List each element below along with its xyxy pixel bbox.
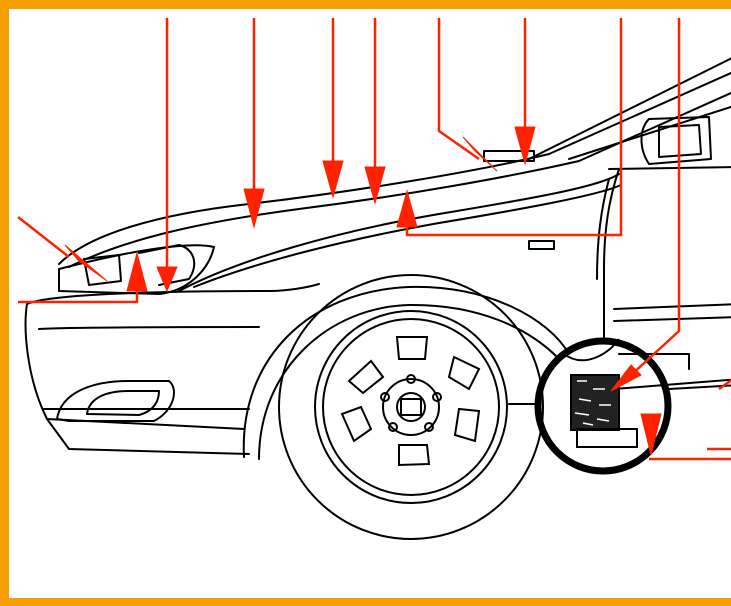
- wheel-spoke-windows: [340, 336, 481, 467]
- arrowhead-hood-2: [322, 160, 344, 199]
- arrowhead-headlight-2: [126, 251, 148, 292]
- callout-lines: [17, 18, 731, 461]
- arrowhead-headlight-1: [156, 266, 178, 293]
- arrowhead-fender-liner: [610, 364, 642, 392]
- arrowhead-cowl-2: [514, 126, 536, 166]
- fender-liner-textured-area: [570, 374, 620, 431]
- fender-liner-lower-panel: [576, 428, 638, 448]
- arrowhead-hood-3: [364, 166, 386, 205]
- car-body-outline: [24, 57, 731, 460]
- front-wheel: [278, 274, 544, 540]
- callout-arrowheads: [64, 126, 662, 456]
- arrowhead-cowl-1: [462, 136, 498, 172]
- arrowhead-corner-lamp: [64, 244, 108, 282]
- highlight-circle: [534, 337, 672, 475]
- arrowhead-liner-bottom: [640, 413, 662, 456]
- arrowhead-hood-1: [243, 188, 265, 229]
- fender-liner-texture: [574, 380, 611, 426]
- arrowhead-fender-top: [396, 189, 418, 228]
